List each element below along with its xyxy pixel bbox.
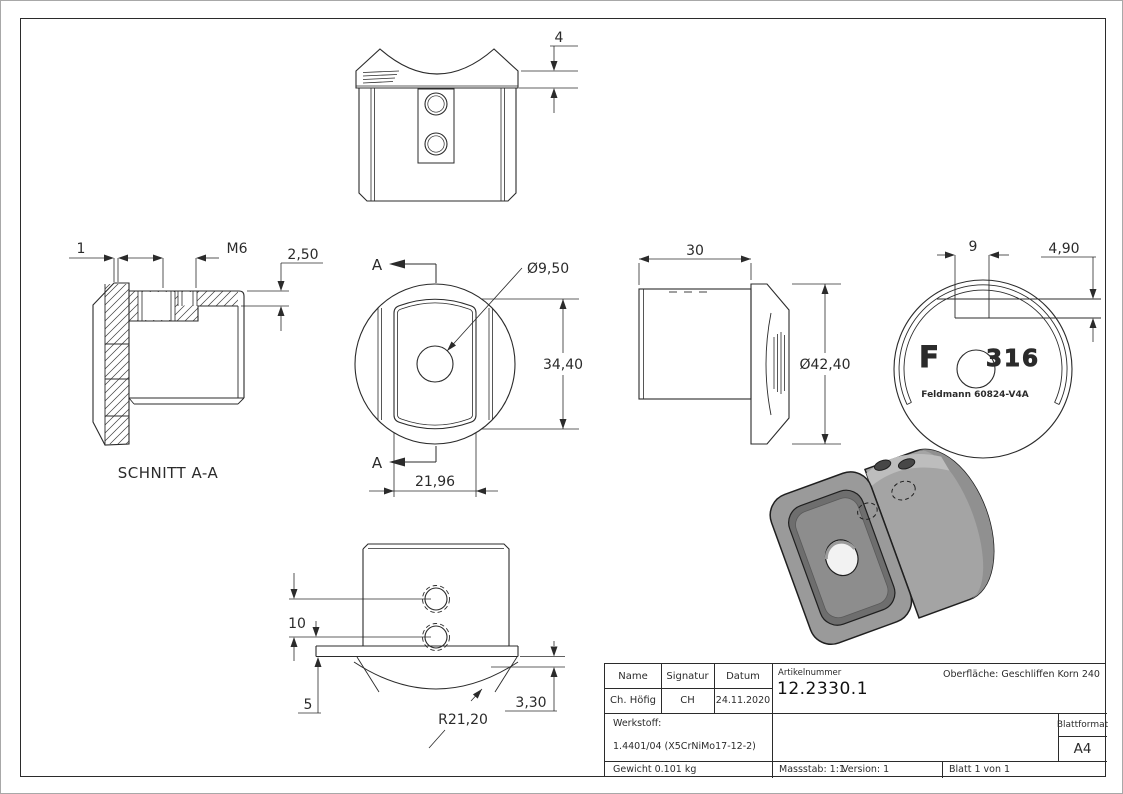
brand-engraving: Feldmann 60824-V4A bbox=[921, 390, 1028, 400]
dim-flange-dia: Ø42,40 bbox=[792, 283, 851, 445]
side-view: 30 Ø42,40 bbox=[638, 243, 851, 445]
side-view-outline bbox=[638, 283, 790, 445]
tb-sheet-format: A4 bbox=[1073, 740, 1092, 757]
section-cut-marks: A A bbox=[372, 256, 437, 472]
tb-surface: Oberfläche: Geschliffen Korn 240 bbox=[943, 669, 1100, 680]
tb-article-number: 12.2330.1 bbox=[777, 679, 869, 699]
dim-step-depth-text: 2,50 bbox=[287, 247, 318, 263]
dim-cap-height: 4 bbox=[519, 30, 578, 113]
dim-length: 30 bbox=[638, 243, 752, 285]
dim-hole-dia-text: Ø9,50 bbox=[527, 261, 569, 277]
tb-line bbox=[605, 761, 1107, 762]
top-view: 4 bbox=[355, 30, 578, 202]
bottom-view-outline bbox=[315, 543, 519, 693]
bottom-view: 10 5 3,30 R21,20 bbox=[288, 543, 565, 749]
tb-line bbox=[605, 713, 1107, 714]
dim-flange-dia-text: Ø42,40 bbox=[799, 357, 850, 373]
section-marker-top: A bbox=[372, 256, 383, 274]
section-label: SCHNITT A-A bbox=[118, 464, 219, 482]
dim-length-text: 30 bbox=[686, 243, 704, 259]
tb-line bbox=[772, 664, 773, 778]
tb-sheet-format-label: Blattformat bbox=[1056, 719, 1109, 730]
dim-key-width-text: 9 bbox=[969, 239, 978, 255]
dim-lip: 3,30 bbox=[491, 641, 565, 712]
back-view-outline bbox=[893, 279, 1101, 459]
top-view-outline bbox=[355, 48, 519, 202]
tb-sheet: Blatt 1 von 1 bbox=[949, 764, 1011, 775]
dim-thread-text: M6 bbox=[227, 241, 248, 257]
tb-line bbox=[714, 664, 715, 713]
tb-scale: Massstab: 1:1 bbox=[779, 764, 845, 775]
section-marker-bottom: A bbox=[372, 454, 383, 472]
dim-saddle-radius: R21,20 bbox=[428, 688, 488, 749]
title-block: Name Signatur Datum Ch. Höfig CH 24.11.2… bbox=[604, 663, 1109, 778]
tb-article-label: Artikelnummer bbox=[778, 668, 842, 678]
tb-header-date: Datum bbox=[726, 670, 760, 682]
top-view-hatch-marks bbox=[362, 70, 400, 84]
dim-key-depth-text: 4,90 bbox=[1048, 241, 1079, 257]
dim-lip-text: 3,30 bbox=[515, 695, 546, 711]
dim-key-width: 9 bbox=[937, 239, 1009, 284]
tb-material-label: Werkstoff: bbox=[613, 718, 662, 729]
iso-part bbox=[769, 448, 995, 645]
dim-pocket-height-text: 34,40 bbox=[543, 357, 583, 373]
dim-wall-text: 1 bbox=[77, 241, 86, 257]
dim-key-depth: 4,90 bbox=[1041, 241, 1097, 342]
dim-thread: M6 bbox=[153, 241, 248, 288]
tb-weight: Gewicht 0.101 kg bbox=[613, 764, 697, 775]
tb-value-signature: CH bbox=[680, 695, 695, 706]
dim-pocket-width: 21,96 bbox=[369, 433, 498, 497]
dim-cap-height-text: 4 bbox=[555, 30, 564, 46]
dim-saddle-radius-text: R21,20 bbox=[438, 712, 488, 728]
section-view: 1 M6 2,50 SCHNITT A-A bbox=[69, 241, 323, 482]
dim-hole-spacing: 10 bbox=[288, 573, 431, 661]
tb-line bbox=[1058, 736, 1107, 737]
tb-line bbox=[942, 761, 943, 778]
tb-line bbox=[605, 688, 772, 689]
engravings: F 316 Feldmann 60824-V4A bbox=[919, 340, 1040, 401]
tb-header-name: Name bbox=[618, 670, 648, 682]
dim-pocket-height: 34,40 bbox=[481, 298, 583, 430]
tb-header-signature: Signatur bbox=[666, 670, 709, 682]
tb-value-date: 24.11.2020 bbox=[715, 695, 771, 706]
tb-line bbox=[1058, 713, 1059, 761]
section-part bbox=[92, 282, 245, 446]
back-view: F 316 Feldmann 60824-V4A 9 4,90 bbox=[893, 239, 1101, 459]
grade-engraving: 316 bbox=[986, 346, 1040, 372]
dim-wall: 1 bbox=[69, 241, 153, 282]
tb-version: Version: 1 bbox=[842, 764, 890, 775]
logo-engraving: F bbox=[919, 340, 939, 374]
tb-value-name: Ch. Höfig bbox=[610, 695, 656, 706]
dim-edge-offset: 5 bbox=[298, 657, 322, 714]
tb-line bbox=[661, 664, 662, 713]
dim-edge-offset-text: 5 bbox=[304, 697, 313, 713]
iso-render bbox=[769, 448, 995, 645]
front-view: A A Ø9,50 34,40 21,96 bbox=[354, 256, 583, 497]
tb-material: 1.4401/04 (X5CrNiMo17-12-2) bbox=[613, 741, 756, 752]
dim-step-depth: 2,50 bbox=[241, 247, 323, 331]
dim-hole-dia: Ø9,50 bbox=[446, 261, 569, 352]
front-view-outline bbox=[354, 283, 516, 445]
dim-pocket-width-text: 21,96 bbox=[415, 474, 455, 490]
drawing-frame bbox=[20, 18, 1106, 777]
dim-hole-spacing-text: 10 bbox=[288, 616, 306, 632]
